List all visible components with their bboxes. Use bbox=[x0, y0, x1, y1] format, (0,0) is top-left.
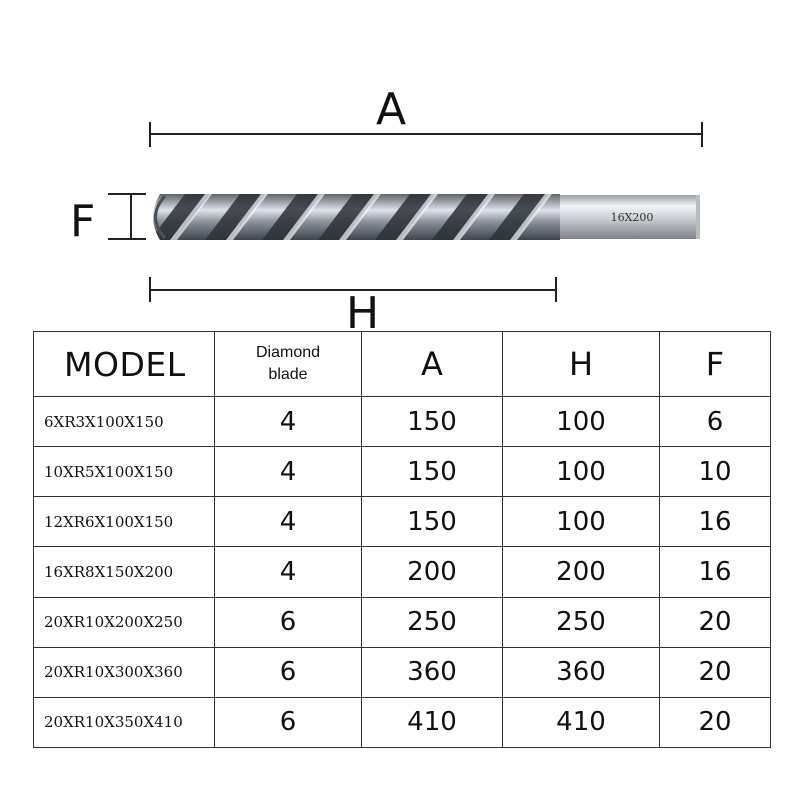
cell-f: 20 bbox=[659, 696, 771, 749]
table-row: 16XR8X150X200 4 200 200 16 bbox=[33, 546, 771, 598]
tool-diagram: 16X200 A F H bbox=[0, 0, 800, 336]
tool-flutes bbox=[153, 194, 560, 240]
cell-blade: 4 bbox=[214, 395, 362, 448]
cell-a: 250 bbox=[361, 596, 503, 648]
cell-h: 100 bbox=[502, 446, 660, 498]
cell-model: 10XR5X100X150 bbox=[33, 446, 215, 498]
header-blade-line2: blade bbox=[268, 366, 308, 383]
header-f: F bbox=[659, 331, 771, 397]
cell-h: 410 bbox=[502, 696, 660, 749]
cell-model: 20XR10X200X250 bbox=[33, 596, 215, 648]
cell-a: 410 bbox=[361, 696, 503, 749]
table-row: 20XR10X350X410 6 410 410 20 bbox=[33, 696, 771, 749]
header-a: A bbox=[361, 331, 503, 397]
dimension-f-line bbox=[108, 193, 146, 240]
cell-blade: 4 bbox=[214, 446, 362, 498]
cell-a: 150 bbox=[361, 395, 503, 448]
cell-f: 6 bbox=[659, 395, 771, 448]
spec-table: MODEL Diamond blade A H F 6XR3X100X150 4… bbox=[33, 331, 771, 749]
end-mill-drawing: 16X200 bbox=[108, 122, 703, 302]
dimension-label-f: F bbox=[70, 196, 96, 247]
table-row: 20XR10X300X360 6 360 360 20 bbox=[33, 646, 771, 698]
header-blade-line1: Diamond bbox=[255, 344, 321, 361]
table-row: 6XR3X100X150 4 150 100 6 bbox=[33, 395, 771, 448]
cell-a: 360 bbox=[361, 646, 503, 698]
dimension-label-h: H bbox=[346, 288, 380, 339]
cell-f: 20 bbox=[659, 596, 771, 648]
tool-ball-nose bbox=[154, 194, 167, 240]
cell-blade: 6 bbox=[214, 696, 362, 749]
cell-model: 12XR6X100X150 bbox=[33, 496, 215, 548]
cell-a: 150 bbox=[361, 446, 503, 498]
cell-h: 360 bbox=[502, 646, 660, 698]
shank-marking: 16X200 bbox=[611, 211, 654, 224]
cell-model: 6XR3X100X150 bbox=[33, 395, 215, 448]
cell-a: 150 bbox=[361, 496, 503, 548]
cell-model: 20XR10X300X360 bbox=[33, 646, 215, 698]
cell-blade: 6 bbox=[214, 646, 362, 698]
table-header-row: MODEL Diamond blade A H F bbox=[33, 331, 771, 397]
cell-f: 16 bbox=[659, 546, 771, 598]
table-row: 12XR6X100X150 4 150 100 16 bbox=[33, 496, 771, 548]
cell-f: 10 bbox=[659, 446, 771, 498]
header-model: MODEL bbox=[33, 331, 215, 397]
dimension-h-line bbox=[149, 277, 557, 302]
dimension-label-a: A bbox=[376, 84, 407, 135]
cell-model: 20XR10X350X410 bbox=[33, 696, 215, 749]
table-row: 10XR5X100X150 4 150 100 10 bbox=[33, 446, 771, 498]
cell-model: 16XR8X150X200 bbox=[33, 546, 215, 598]
header-h: H bbox=[502, 331, 660, 397]
cell-f: 20 bbox=[659, 646, 771, 698]
header-diamond-blade: Diamond blade bbox=[214, 331, 362, 397]
cell-h: 100 bbox=[502, 496, 660, 548]
cell-blade: 6 bbox=[214, 596, 362, 648]
cell-h: 250 bbox=[502, 596, 660, 648]
cell-a: 200 bbox=[361, 546, 503, 598]
cell-h: 200 bbox=[502, 546, 660, 598]
cell-blade: 4 bbox=[214, 546, 362, 598]
cell-blade: 4 bbox=[214, 496, 362, 548]
tool-shank bbox=[556, 195, 700, 239]
table-row: 20XR10X200X250 6 250 250 20 bbox=[33, 596, 771, 648]
dimension-a-line bbox=[149, 122, 703, 147]
cell-h: 100 bbox=[502, 395, 660, 448]
cell-f: 16 bbox=[659, 496, 771, 548]
